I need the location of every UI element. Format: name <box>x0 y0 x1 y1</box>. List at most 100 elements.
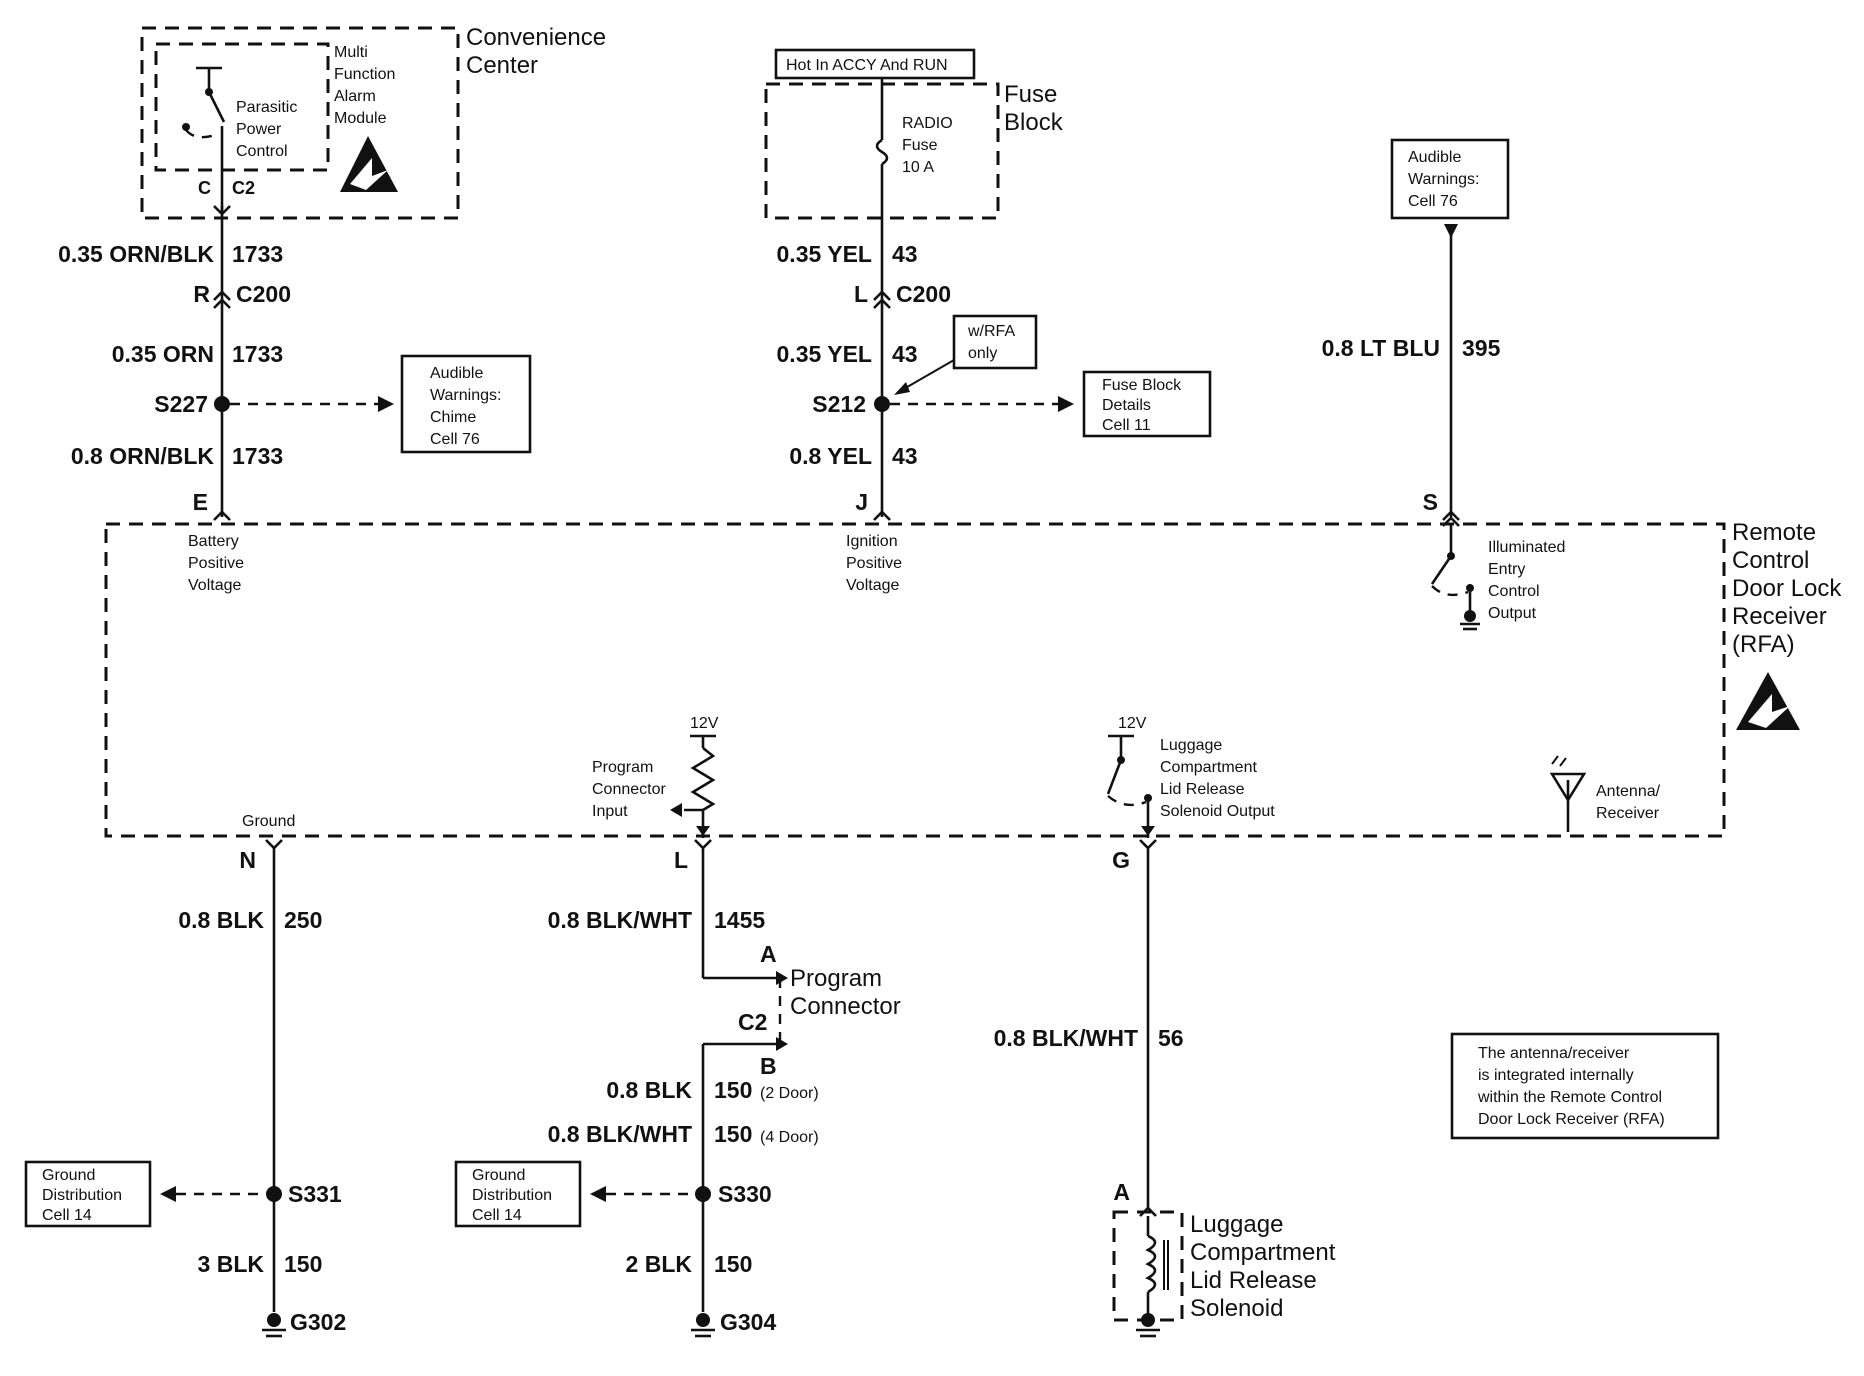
wire-color-c3: 0.8 LT BLU <box>1322 335 1440 361</box>
svg-text:Ground Distribution: Ground Distribution Cell 14 <box>472 1167 556 1224</box>
convenience-center-label: Convenience Center <box>466 24 613 79</box>
connector-g-pin: G <box>1112 847 1130 873</box>
svg-text:Audible Warnings:: Audible Warnings: Chime Cell 76 <box>430 365 506 448</box>
antenna-icon <box>1549 755 1587 832</box>
circuit-43: 0.35 YEL 43 L C200 0.35 YEL 43 S212 0.8 … <box>777 241 1074 521</box>
circuit-number-p-top: 1455 <box>714 907 765 933</box>
fuse-block-label: Fuse Block <box>1004 81 1064 136</box>
wire-color-c2-mid: 0.35 YEL <box>777 341 872 367</box>
connector-c2-label: C2 <box>232 178 255 198</box>
rfa-module: Remote Control Door Lock Receiver (RFA) … <box>104 516 1848 838</box>
antenna-receiver-label: Antenna/ Receiver <box>1596 783 1665 822</box>
luggage-solenoid: Luggage Compartment Lid Release Solenoid <box>1112 1210 1342 1338</box>
program-connector-label: Program Connector <box>790 965 901 1020</box>
splice-s212-dot <box>874 396 890 412</box>
circuit-250-150-g302: N 0.8 BLK 250 S331 3 BLK 150 G302 <box>160 839 346 1338</box>
circuit-number-c1-top: 1733 <box>232 241 283 267</box>
svg-text:Fuse Block Details: Fuse Block Details Cell 11 <box>1102 377 1186 434</box>
circuit-number-c2-mid: 43 <box>892 341 918 367</box>
circuit-1455-150-g304: L 0.8 BLK/WHT 1455 A Program Connector C… <box>548 839 901 1338</box>
circuit-number-c3: 395 <box>1462 335 1501 361</box>
circuit-395: 0.8 LT BLU 395 S <box>1322 230 1501 521</box>
resistor-icon <box>690 746 716 812</box>
svg-text:Audible Warnings:: Audible Warnings: Cell 76 <box>1408 149 1484 210</box>
splice-s212-label: S212 <box>812 391 866 417</box>
luggage-12v-label: 12V <box>1118 715 1147 732</box>
wire-color-p-mid2: 0.8 BLK/WHT <box>548 1121 692 1147</box>
ground-dist-ref-2: Ground Distribution Cell 14 <box>454 1160 582 1228</box>
illuminated-entry-label: Illuminated Entry Control Output <box>1488 539 1570 622</box>
connector-c200-label: C200 <box>236 281 291 307</box>
connector-b-pin: B <box>760 1053 777 1079</box>
program-input-label: Program Connector Input <box>592 759 670 820</box>
wire-color-g1-bot: 3 BLK <box>198 1251 265 1277</box>
wire-color-p-top: 0.8 BLK/WHT <box>548 907 692 933</box>
splice-s330-label: S330 <box>718 1181 772 1207</box>
illuminated-entry-switch-icon <box>1430 516 1480 631</box>
svg-text:w/RFA only: w/RFA only <box>967 323 1019 362</box>
rfa-module-label: Remote Control Door Lock Receiver (RFA) <box>1732 519 1848 658</box>
circuit-number-c2-top: 43 <box>892 241 918 267</box>
door-count-note-2: (2 Door) <box>760 1085 819 1102</box>
ground-internal-label: Ground <box>242 813 295 830</box>
circuit-number-g1-top: 250 <box>284 907 322 933</box>
solenoid-coil-icon <box>1145 1234 1157 1294</box>
connector-c2b-label: C2 <box>738 1009 767 1035</box>
wire-color-c2-top: 0.35 YEL <box>777 241 872 267</box>
connector-l2-pin: L <box>674 847 688 873</box>
luggage-output-label: Luggage Compartment Lid Release Solenoid… <box>1160 737 1275 820</box>
splice-s227-label: S227 <box>154 391 208 417</box>
ground-g302-label: G302 <box>290 1309 346 1335</box>
wire-color-g1-top: 0.8 BLK <box>178 907 264 933</box>
connector-r-pin: R <box>193 281 210 307</box>
fuse-block: Hot In ACCY And RUN Fuse Block RADIO Fus… <box>764 48 1064 517</box>
circuit-number-c2-bot: 43 <box>892 443 918 469</box>
door-count-note-4: (4 Door) <box>760 1129 819 1146</box>
luggage-switch-icon <box>1106 759 1123 795</box>
luggage-solenoid-label: Luggage Compartment Lid Release Solenoid <box>1190 1211 1342 1322</box>
wire-color-p-bot: 2 BLK <box>626 1251 693 1277</box>
circuit-number-c1-mid: 1733 <box>232 341 283 367</box>
splice-s331-label: S331 <box>288 1181 342 1207</box>
wire-color-c1-top: 0.35 ORN/BLK <box>58 241 214 267</box>
splice-s330-dot <box>695 1186 711 1202</box>
circuit-number-p-mid1: 150 <box>714 1077 752 1103</box>
circuit-number-p-mid2: 150 <box>714 1121 752 1147</box>
battery-positive-label: Battery Positive Voltage <box>188 533 248 594</box>
ignition-positive-label: Ignition Positive Voltage <box>846 533 906 594</box>
wire-color-lug: 0.8 BLK/WHT <box>994 1025 1138 1051</box>
circuit-1733: 0.35 ORN/BLK 1733 R C200 0.35 ORN 1733 S… <box>58 205 394 521</box>
connector-j-pin: J <box>855 489 868 515</box>
connector-n-pin: N <box>239 847 256 873</box>
svg-text:Ground Distribution: Ground Distribution Cell 14 <box>42 1167 126 1224</box>
antenna-note: The antenna/receiver is integrated inter… <box>1450 1032 1720 1140</box>
wire-color-c2-bot: 0.8 YEL <box>789 443 872 469</box>
hot-in-accy-run-label: Hot In ACCY And RUN <box>786 57 948 74</box>
circuit-number-c1-bot: 1733 <box>232 443 283 469</box>
alarm-module-label: Multi Function Alarm Module <box>334 44 400 127</box>
fuse-icon <box>875 138 889 166</box>
connector-a2-pin: A <box>1113 1179 1130 1205</box>
circuit-number-lug: 56 <box>1158 1025 1184 1051</box>
fuse-block-details-ref: Fuse Block Details Cell 11 <box>1082 370 1212 438</box>
parasitic-switch-icon <box>182 66 226 214</box>
wire-color-c1-mid: 0.35 ORN <box>112 341 214 367</box>
connector-e-pin: E <box>193 489 208 515</box>
audible-warnings-ref: Audible Warnings: Cell 76 <box>1390 138 1510 238</box>
esd-warning-icon <box>340 136 398 192</box>
program-12v-label: 12V <box>690 715 719 732</box>
convenience-center: Convenience Center Multi Function Alarm … <box>140 24 613 220</box>
wire-color-c1-bot: 0.8 ORN/BLK <box>71 443 215 469</box>
parasitic-power-control-label: Parasitic Power Control <box>236 99 302 160</box>
connector-c200b-label: C200 <box>896 281 951 307</box>
radio-fuse-label: RADIO Fuse 10 A <box>902 115 957 176</box>
circuit-number-g1-bot: 150 <box>284 1251 322 1277</box>
connector-c-pin: C <box>198 178 211 198</box>
svg-text:The antenna/receiver is: The antenna/receiver is integrated inter… <box>1477 1045 1667 1128</box>
connector-s-pin: S <box>1423 489 1438 515</box>
esd-warning-icon <box>1736 672 1800 730</box>
splice-s227-dot <box>214 396 230 412</box>
ground-dist-ref-1: Ground Distribution Cell 14 <box>24 1160 152 1228</box>
audible-chime-ref: Audible Warnings: Chime Cell 76 <box>400 354 532 454</box>
circuit-number-p-bot: 150 <box>714 1251 752 1277</box>
